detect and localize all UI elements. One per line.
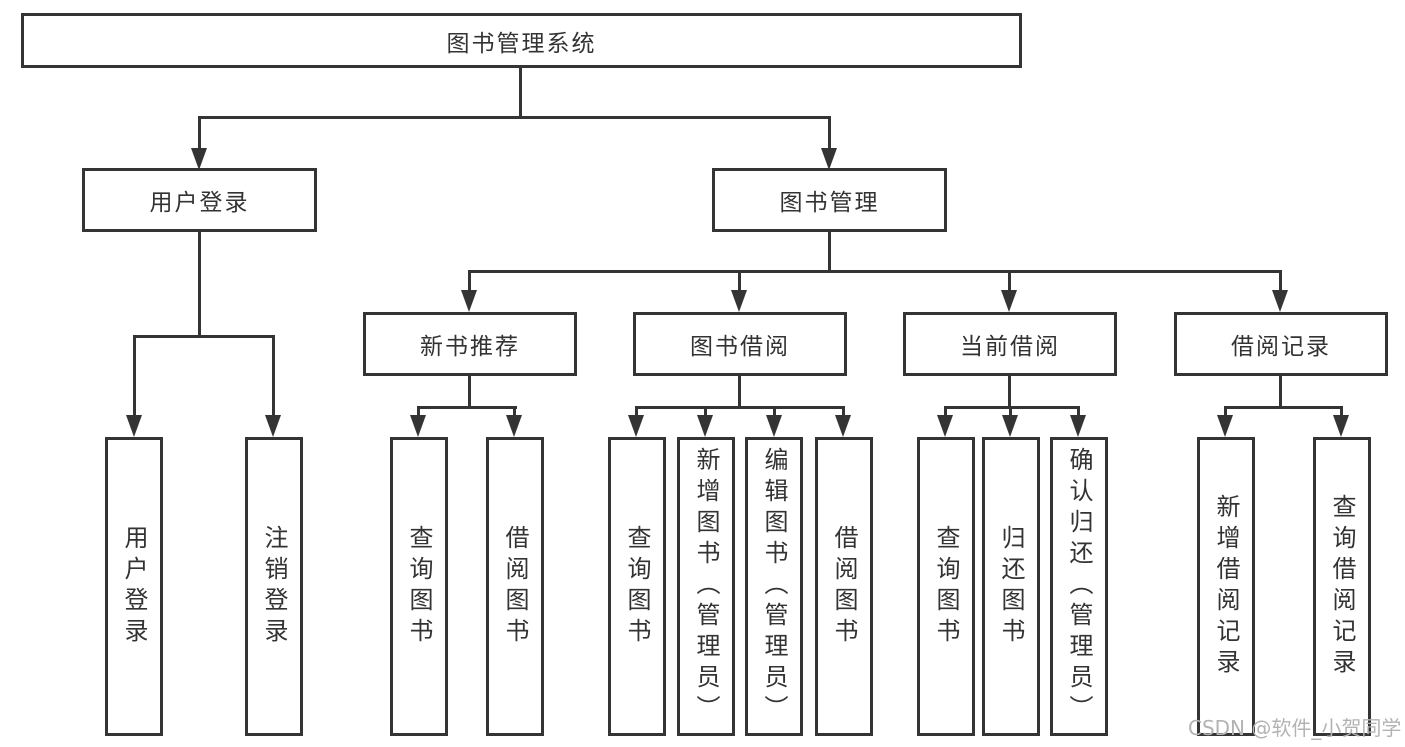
arrow-down-icon xyxy=(1272,290,1288,312)
arrow-down-icon xyxy=(265,415,281,437)
edge-user-login-connector xyxy=(133,335,275,338)
leaf-confirm-return-admin: 确认归还（管理员） xyxy=(1050,437,1108,736)
leaf-user-login: 用户登录 xyxy=(105,437,163,736)
leaf-query-books-recommend: 查询图书 xyxy=(390,437,448,736)
arrow-down-icon xyxy=(461,290,477,312)
edge-level3-connector xyxy=(468,270,1282,273)
edge-user-login-drop xyxy=(198,116,201,152)
edge-book-mgmt-stem xyxy=(828,232,831,270)
arrow-down-icon xyxy=(1070,415,1086,437)
leaf-add-books-admin: 新增图书（管理员） xyxy=(677,437,735,736)
edge-leaf-drop xyxy=(944,406,947,419)
arrow-down-icon xyxy=(410,415,426,437)
leaf-label: 查询图书 xyxy=(932,524,960,649)
edge-lvl3-stem xyxy=(1008,376,1011,406)
node-new-book-recommendation: 新书推荐 xyxy=(363,312,577,376)
arrow-down-icon xyxy=(937,415,953,437)
edge-leaf-drop xyxy=(1340,406,1343,419)
leaf-label: 借阅图书 xyxy=(830,524,858,649)
edge-leaf-drop xyxy=(513,406,516,419)
edge-group-connector xyxy=(944,406,1080,409)
arrow-down-icon xyxy=(697,415,713,437)
leaf-label: 查询图书 xyxy=(623,524,651,649)
edge-leaf-drop xyxy=(842,406,845,419)
edge-lvl3-stem xyxy=(1279,376,1282,406)
edge-book-mgmt-drop xyxy=(828,116,831,152)
leaf-label: 归还图书 xyxy=(997,524,1025,649)
leaf-logout-login: 注销登录 xyxy=(245,437,303,736)
node-label: 借阅记录 xyxy=(1231,334,1331,360)
arrow-down-icon xyxy=(731,290,747,312)
node-current-borrowing: 当前借阅 xyxy=(903,312,1117,376)
leaf-label: 新增借阅记录 xyxy=(1212,493,1240,680)
csdn-watermark: CSDN @软件_小贺同学 xyxy=(1188,716,1402,740)
leaf-edit-books-admin: 编辑图书（管理员） xyxy=(745,437,803,736)
edge-lvl3-stem xyxy=(468,376,471,406)
edge-group-connector xyxy=(635,406,845,409)
leaf-borrow-books-recommend: 借阅图书 xyxy=(486,437,544,736)
edge-leaf-drop xyxy=(704,406,707,419)
edge-lvl3-drop xyxy=(1279,270,1282,294)
edge-leaf-drop xyxy=(417,406,420,419)
node-label: 图书借阅 xyxy=(690,334,790,360)
arrow-down-icon xyxy=(126,415,142,437)
leaf-return-books: 归还图书 xyxy=(982,437,1040,736)
edge-root-stem xyxy=(519,68,522,116)
arrow-down-icon xyxy=(1333,415,1349,437)
node-book-management: 图书管理 xyxy=(712,168,947,232)
node-book-borrowing: 图书借阅 xyxy=(633,312,847,376)
node-label: 用户登录 xyxy=(149,190,250,216)
edge-level2-connector xyxy=(198,116,831,119)
edge-lvl3-drop xyxy=(468,270,471,294)
edge-leaf-drop xyxy=(272,335,275,417)
leaf-query-books-current: 查询图书 xyxy=(917,437,975,736)
edge-user-login-stem xyxy=(198,232,201,338)
node-label: 图书管理 xyxy=(779,190,880,216)
arrow-down-icon xyxy=(821,148,837,170)
leaf-query-borrow-record: 查询借阅记录 xyxy=(1313,437,1371,736)
arrow-down-icon xyxy=(506,415,522,437)
arrow-down-icon xyxy=(835,415,851,437)
leaf-label: 注销登录 xyxy=(260,524,288,649)
leaf-label: 借阅图书 xyxy=(501,524,529,649)
edge-lvl3-drop xyxy=(738,270,741,294)
edge-leaf-drop xyxy=(1077,406,1080,419)
leaf-label: 编辑图书（管理员） xyxy=(760,447,788,726)
node-label: 图书管理系统 xyxy=(446,30,597,57)
edge-leaf-drop xyxy=(635,406,638,419)
edge-lvl3-drop xyxy=(1008,270,1011,294)
edge-leaf-drop xyxy=(1224,406,1227,419)
leaf-add-borrow-record: 新增借阅记录 xyxy=(1197,437,1255,736)
leaf-label: 查询借阅记录 xyxy=(1328,493,1356,680)
leaf-label: 新增图书（管理员） xyxy=(692,447,720,726)
edge-group-connector xyxy=(417,406,517,409)
arrow-down-icon xyxy=(191,148,207,170)
node-library-management-system: 图书管理系统 xyxy=(21,13,1022,68)
node-label: 新书推荐 xyxy=(420,334,520,360)
node-user-login: 用户登录 xyxy=(82,168,317,232)
edge-lvl3-stem xyxy=(738,376,741,406)
leaf-label: 确认归还（管理员） xyxy=(1065,447,1093,726)
node-label: 当前借阅 xyxy=(960,334,1060,360)
edge-leaf-drop xyxy=(133,335,136,417)
edge-group-connector xyxy=(1224,406,1343,409)
leaf-label: 用户登录 xyxy=(120,524,148,649)
node-borrowing-records: 借阅记录 xyxy=(1174,312,1388,376)
leaf-query-books-borrow: 查询图书 xyxy=(608,437,666,736)
edge-leaf-drop xyxy=(1009,406,1012,419)
edge-leaf-drop xyxy=(773,406,776,419)
arrow-down-icon xyxy=(628,415,644,437)
leaf-label: 查询图书 xyxy=(405,524,433,649)
arrow-down-icon xyxy=(1001,290,1017,312)
arrow-down-icon xyxy=(766,415,782,437)
arrow-down-icon xyxy=(1002,415,1018,437)
arrow-down-icon xyxy=(1217,415,1233,437)
leaf-borrow-books: 借阅图书 xyxy=(815,437,873,736)
